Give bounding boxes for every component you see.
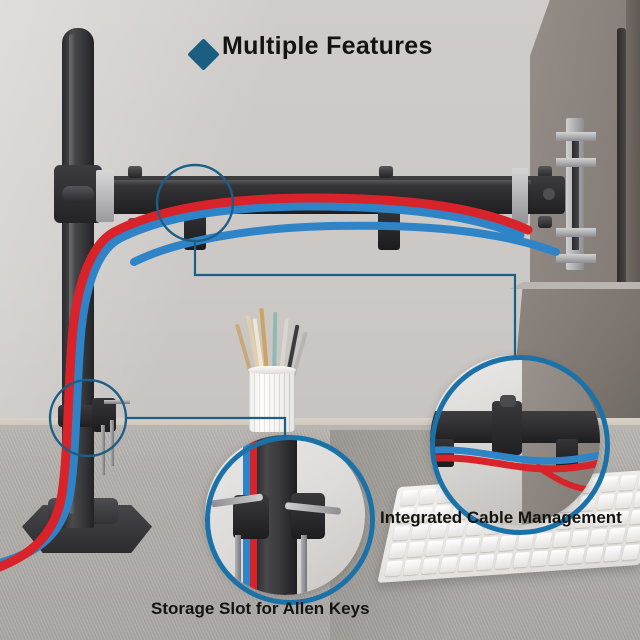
blue-cable <box>0 201 525 568</box>
arm-bolt <box>379 166 393 178</box>
collar-tension-knob <box>62 186 94 202</box>
arm-bolt <box>128 166 142 178</box>
pencil-cup-rim <box>248 366 296 374</box>
mount-pole-highlight <box>69 34 75 514</box>
highlight-circle-allen-keys <box>48 378 128 458</box>
blue-cable-branch <box>130 221 560 266</box>
leader-line-allen-keys <box>126 416 287 437</box>
callout-bubble-allen-keys <box>205 435 365 595</box>
arm-highlight <box>104 180 534 185</box>
secondary-monitor-lip <box>510 282 640 289</box>
vesa-arm-lower <box>556 228 596 237</box>
arm-mount-plate-right <box>512 168 528 224</box>
allen-key <box>101 425 105 475</box>
caption-allen-key-storage: Storage Slot for Allen Keys <box>151 599 370 618</box>
page-title: Multiple Features <box>222 32 433 60</box>
caption-cable-management: Integrated Cable Management <box>380 508 622 527</box>
leader-line-cable-management <box>193 241 517 356</box>
allen-key <box>110 420 114 466</box>
red-cable <box>0 193 533 572</box>
vesa-post <box>572 140 579 250</box>
pencil-cup <box>249 368 295 432</box>
callout-bubble-cable-management <box>430 355 600 525</box>
allen-key-head <box>104 400 130 404</box>
monitor-bezel <box>617 28 626 388</box>
highlight-circle-cable-clip <box>155 163 235 243</box>
arm-bolt <box>538 166 552 178</box>
pencil-cup-ribbing <box>249 368 295 432</box>
vesa-arm-upper2 <box>556 158 596 167</box>
vesa-arm-upper <box>556 132 596 141</box>
vesa-arm-lower2 <box>556 254 596 263</box>
arm-bolt <box>538 216 552 228</box>
arm-pivot-screw <box>543 188 555 200</box>
arm-mount-plate-left <box>96 170 114 222</box>
